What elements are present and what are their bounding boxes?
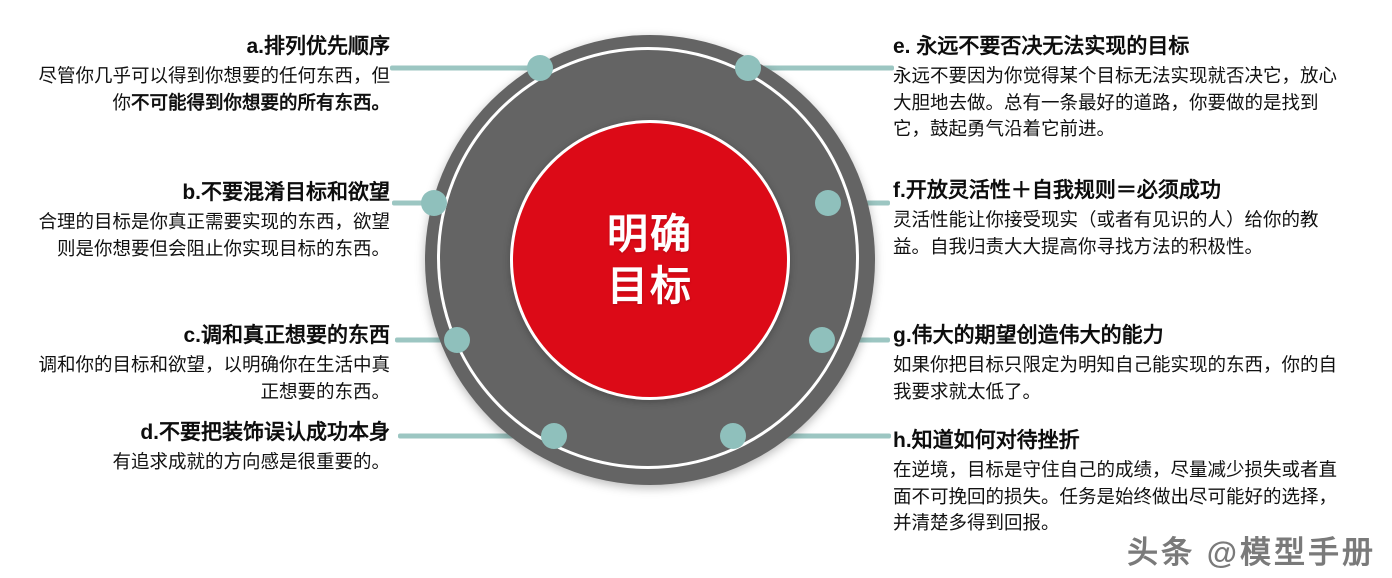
node-dot-b[interactable]	[421, 190, 447, 216]
node-dot-g[interactable]	[809, 327, 835, 353]
item-body-a-bold: 不可能得到你想要的所有东西。	[130, 91, 390, 113]
connector-line-d	[398, 433, 554, 439]
item-body-d: 有追求成就的方向感是很重要的。	[112, 450, 390, 472]
connector-line-a	[390, 65, 540, 71]
item-block-c: c.调和真正想要的东西 调和你的目标和欲望，以明确你在生活中真正想要的东西。	[30, 323, 390, 405]
node-dot-a[interactable]	[527, 55, 553, 81]
node-dot-d[interactable]	[541, 423, 567, 449]
item-body-f: 灵活性能让你接受现实（或者有见识的人）给你的教益。自我归责大大提高你寻找方法的积…	[893, 208, 1319, 257]
node-dot-f[interactable]	[815, 190, 841, 216]
item-block-a: a.排列优先顺序 尽管你几乎可以得到你想要的任何东西，但你不可能得到你想要的所有…	[30, 34, 390, 116]
node-dot-c[interactable]	[444, 327, 470, 353]
connector-line-e	[748, 65, 894, 71]
node-dot-e[interactable]	[735, 55, 761, 81]
item-title-a: a.排列优先顺序	[246, 35, 390, 58]
node-dot-h[interactable]	[720, 423, 746, 449]
item-block-b: b.不要混淆目标和欲望 合理的目标是你真正需要实现的东西，欲望则是你想要但会阻止…	[30, 180, 390, 262]
connector-line-b	[392, 200, 434, 206]
item-block-d: d.不要把装饰误认成功本身 有追求成就的方向感是很重要的。	[20, 420, 390, 476]
item-block-g: g.伟大的期望创造伟大的能力 如果你把目标只限定为明知自己能实现的东西，你的自我…	[893, 323, 1345, 405]
item-title-c: c.调和真正想要的东西	[183, 324, 390, 347]
connector-line-c	[395, 337, 457, 343]
item-title-h: h.知道如何对待挫折	[893, 429, 1080, 452]
item-block-f: f.开放灵活性＋自我规则＝必须成功 灵活性能让你接受现实（或者有见识的人）给你的…	[893, 178, 1345, 260]
connector-line-h	[733, 433, 891, 439]
item-block-e: e. 永远不要否决无法实现的目标 永远不要因为你觉得某个目标无法实现就否决它，放…	[893, 34, 1345, 143]
item-block-h: h.知道如何对待挫折 在逆境，目标是守住自己的成绩，尽量减少损失或者直面不可挽回…	[893, 428, 1345, 537]
hub-ring-stroke	[437, 47, 859, 469]
item-body-a-plain: 尽管你几乎可以得到你想要的任何东西，但你	[38, 64, 390, 113]
item-title-b: b.不要混淆目标和欲望	[182, 181, 390, 204]
item-body-h: 在逆境，目标是守住自己的成绩，尽量减少损失或者直面不可挽回的损失。任务是始终做出…	[893, 458, 1338, 534]
item-body-e: 永远不要因为你觉得某个目标无法实现就否决它，放心大胆地去做。总有一条最好的道路，…	[893, 64, 1338, 140]
center-hub: 明确 目标	[425, 35, 875, 485]
hub-core-circle: 明确 目标	[510, 120, 790, 400]
item-body-a: 尽管你几乎可以得到你想要的任何东西，但你不可能得到你想要的所有东西。	[30, 63, 390, 116]
item-title-d: d.不要把装饰误认成功本身	[140, 421, 390, 444]
item-title-e: e. 永远不要否决无法实现的目标	[893, 35, 1190, 58]
item-body-g: 如果你把目标只限定为明知自己能实现的东西，你的自我要求就太低了。	[893, 353, 1338, 402]
item-body-b: 合理的目标是你真正需要实现的东西，欲望则是你想要但会阻止你实现目标的东西。	[38, 210, 390, 259]
item-body-c: 调和你的目标和欲望，以明确你在生活中真正想要的东西。	[38, 353, 390, 402]
hub-core-label-line2: 目标	[607, 263, 693, 309]
hub-core-label-line1: 明确	[607, 210, 693, 257]
item-title-f: f.开放灵活性＋自我规则＝必须成功	[893, 179, 1221, 202]
item-title-g: g.伟大的期望创造伟大的能力	[893, 324, 1164, 347]
